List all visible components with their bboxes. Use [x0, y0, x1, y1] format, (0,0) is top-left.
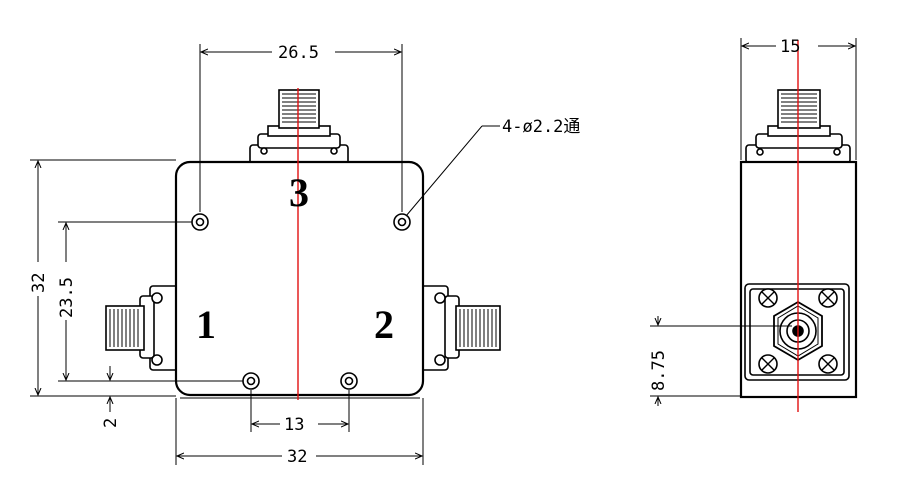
- side-connector-face: [744, 283, 850, 381]
- dim-26-5-label: 26.5: [278, 43, 319, 63]
- dim-2-label: 2: [101, 418, 121, 428]
- side-view: 15 8.75: [649, 37, 858, 412]
- front-body: [174, 160, 425, 397]
- dim-bottom-hole-spacing: [250, 390, 350, 432]
- dim-bottom-offset: [102, 366, 176, 412]
- dim-23-5-label: 23.5: [57, 277, 77, 318]
- hole-note-leader: [405, 125, 500, 217]
- port1-connector: [105, 285, 181, 371]
- port3-connector: [249, 89, 349, 165]
- hole-note-label: 4-ø2.2通: [502, 117, 580, 137]
- dim-connector-height: [650, 316, 792, 406]
- port3-label: 3: [289, 170, 309, 215]
- dim-body-width: [175, 398, 424, 465]
- port2-label: 2: [374, 302, 394, 347]
- dim-32-height-label: 32: [29, 273, 49, 293]
- port1-label: 1: [196, 302, 216, 347]
- dim-8-75-label: 8.75: [649, 350, 669, 391]
- port2-connector: [417, 285, 501, 371]
- dim-15-label: 15: [780, 37, 800, 57]
- dim-13-label: 13: [284, 415, 304, 435]
- front-view: 3 1 2 26.5 32 23.5: [29, 43, 580, 467]
- dim-depth: [740, 38, 857, 160]
- dim-32-width-label: 32: [287, 447, 307, 467]
- dim-top-hole-spacing: [199, 44, 403, 212]
